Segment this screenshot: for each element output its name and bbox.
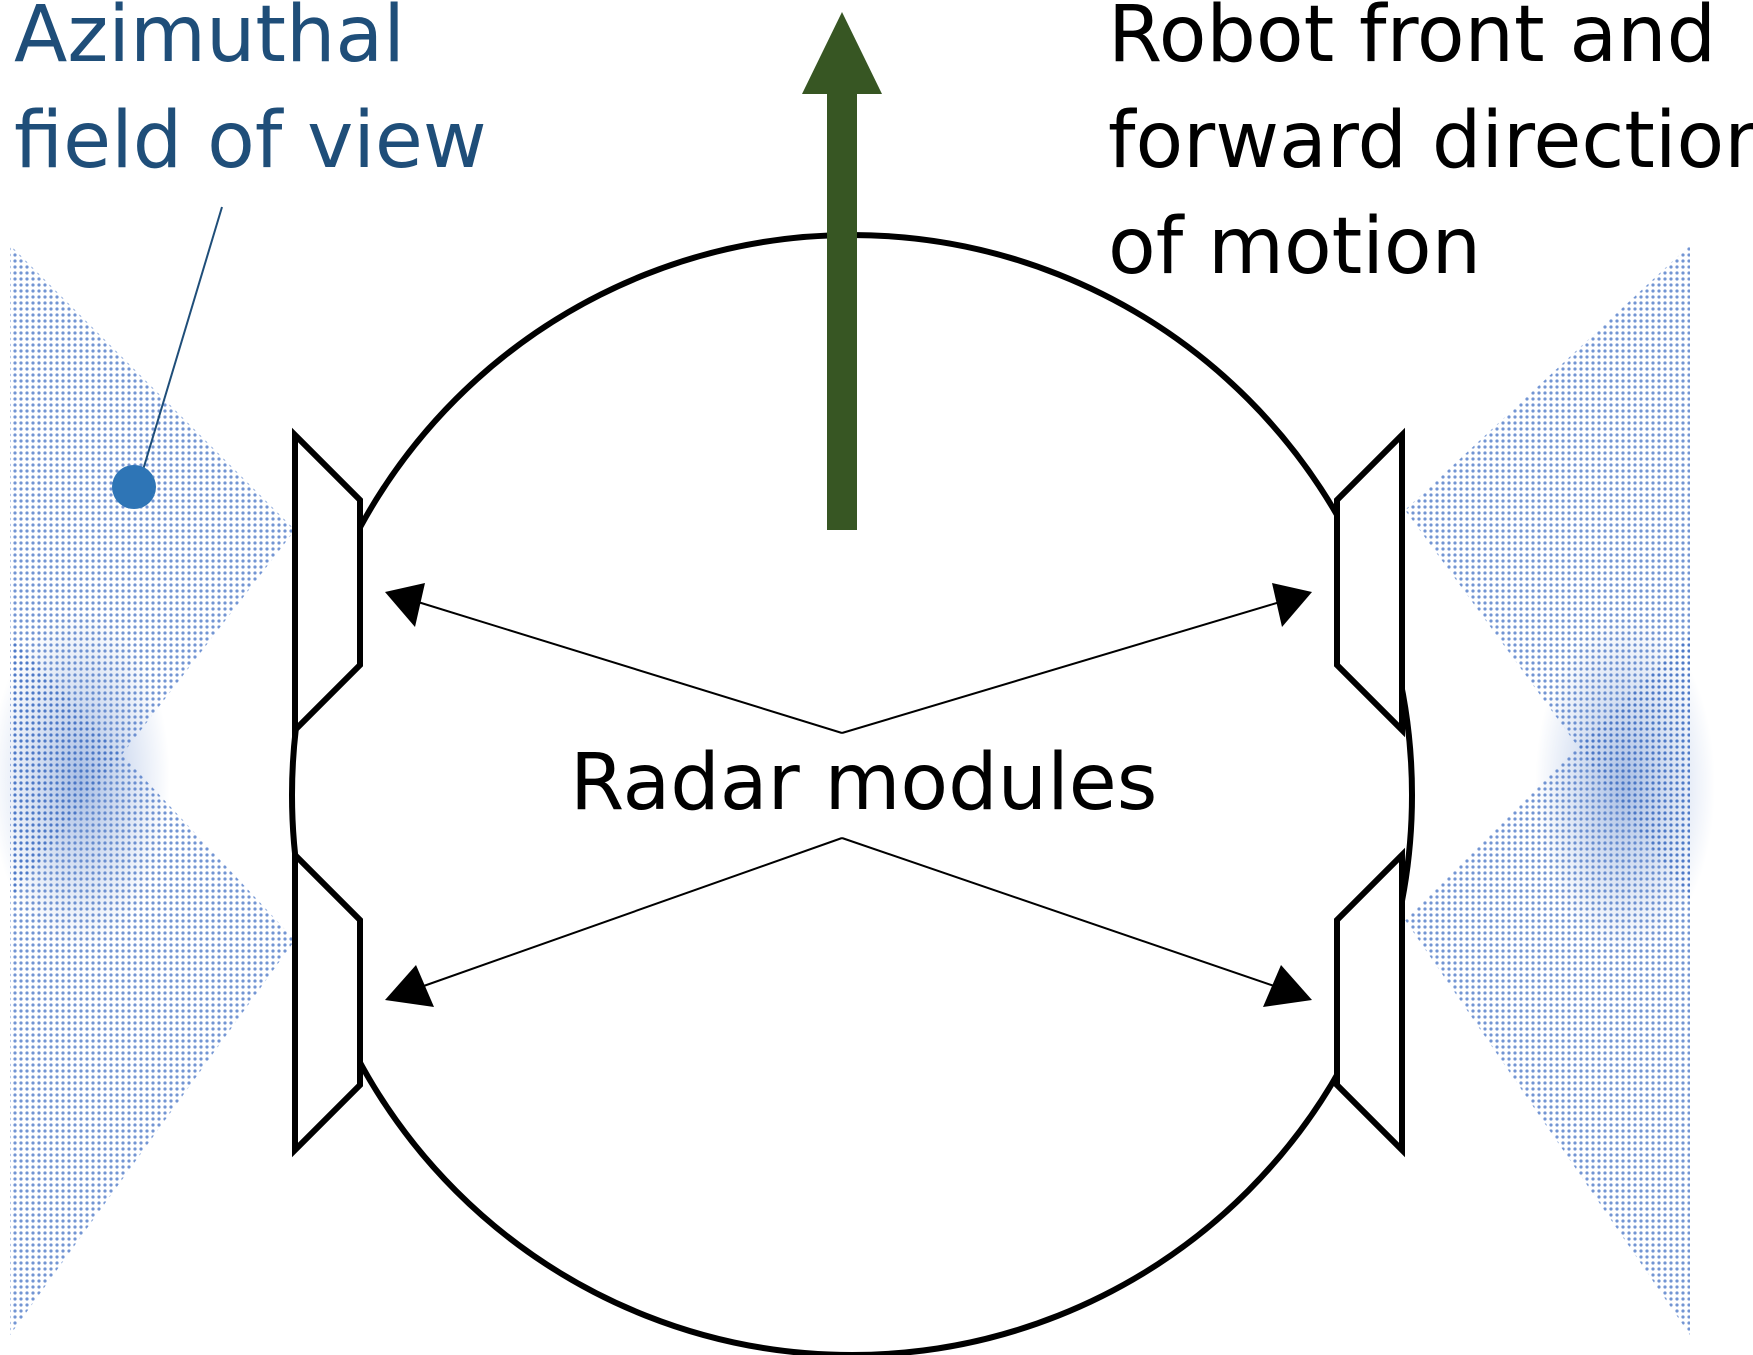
robot-label-line1: Robot front and	[1108, 0, 1717, 80]
radar-pointers	[417, 601, 1281, 989]
pointer-line-left-upper	[417, 601, 843, 734]
robot-label-line3: of motion	[1108, 202, 1482, 292]
arrowhead-left-upper	[385, 583, 425, 627]
up-arrow-icon	[802, 12, 882, 530]
pointer-line-right-lower	[841, 837, 1281, 989]
arrowhead-right-upper	[1272, 583, 1312, 627]
fov-left	[0, 245, 295, 1335]
fov-left-overlap	[0, 610, 170, 950]
robot-front-label: Robot front and forward direction of mot…	[1108, 0, 1753, 300]
robot-label-line2: forward direction	[1108, 96, 1753, 186]
fov-right-overlap	[1535, 615, 1715, 955]
dot-marker-icon	[112, 465, 156, 509]
pointer-line-left-lower	[417, 837, 843, 989]
radar-module-right-lower	[1334, 847, 1405, 1158]
arrowhead-right-lower	[1263, 965, 1312, 1007]
fov-label-leader	[139, 206, 223, 481]
pointer-arrowheads	[385, 583, 1312, 1007]
radar-modules-label: Radar modules	[570, 738, 1158, 828]
fov-label-line1: Azimuthal	[14, 0, 405, 80]
arrowhead-left-lower	[385, 965, 434, 1007]
radar-module-left-lower	[292, 847, 363, 1158]
radar-module-left-upper	[292, 427, 363, 738]
fov-label: Azimuthal field of view	[14, 0, 487, 194]
radar-module-right-upper	[1334, 427, 1405, 738]
fov-right	[1405, 245, 1715, 1335]
pointer-line-right-upper	[841, 601, 1281, 734]
fov-label-line2: field of view	[14, 96, 487, 186]
